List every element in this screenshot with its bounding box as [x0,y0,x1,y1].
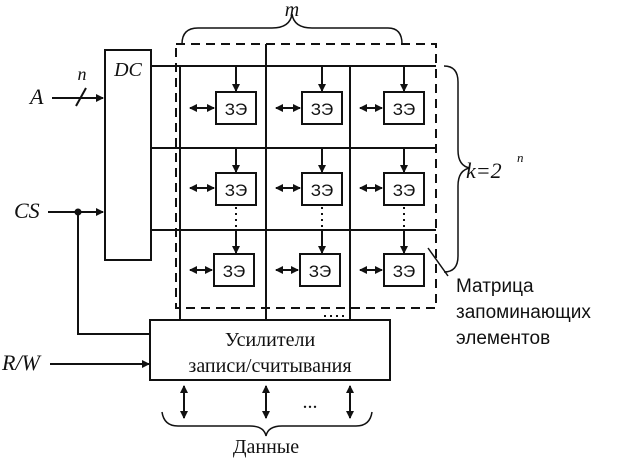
columns-brace [181,13,403,45]
svg-text:ЗЭ: ЗЭ [311,100,334,119]
bus-slash [75,87,87,107]
cell-r2-c2: ЗЭ [275,148,343,230]
label-a: A [28,84,44,109]
data-brace [161,411,373,437]
matrix-label-line1: Матрица [456,276,534,297]
matrix-label-line2: запоминающих [456,302,591,323]
cell-r3-c3: ЗЭ [359,230,425,287]
cell-r1-c2: ЗЭ [275,66,343,125]
svg-text:ЗЭ: ЗЭ [309,262,332,281]
cell-r2-c1: ЗЭ [189,148,257,230]
cell-r2-c3: ЗЭ [359,148,425,230]
matrix-label-line3: элементов [456,328,550,349]
label-k-exponent: n [517,150,524,165]
svg-text:ЗЭ: ЗЭ [393,181,416,200]
svg-text:ЗЭ: ЗЭ [393,100,416,119]
label-rw: R/W [1,350,42,375]
cell-r3-c1: ЗЭ [189,230,255,287]
rows-brace [443,65,471,273]
amplifiers-label-line2: записи/считывания [188,355,351,377]
decoder-box [104,49,152,261]
amplifiers-label-line1: Усилители [225,329,316,351]
label-data: Данные [233,436,299,458]
label-cs: CS [14,198,40,223]
matrix-leader [427,247,449,277]
svg-text:ЗЭ: ЗЭ [223,262,246,281]
cell-r1-c1: ЗЭ [189,66,257,125]
svg-text:ЗЭ: ЗЭ [225,181,248,200]
cell-r1-c3: ЗЭ [359,66,425,125]
svg-text:ЗЭ: ЗЭ [311,181,334,200]
label-k: k=2 [466,158,502,183]
label-m: m [285,0,299,21]
cell-r3-c2: ЗЭ [275,230,341,287]
label-n: n [78,64,87,84]
svg-text:ЗЭ: ЗЭ [225,100,248,119]
amplifiers-box [149,319,391,381]
label-dc: DC [113,59,142,81]
matrix-border [175,43,437,309]
cs-to-amplifiers [77,212,149,335]
data-ellipsis: ... [303,391,318,413]
svg-text:ЗЭ: ЗЭ [393,262,416,281]
